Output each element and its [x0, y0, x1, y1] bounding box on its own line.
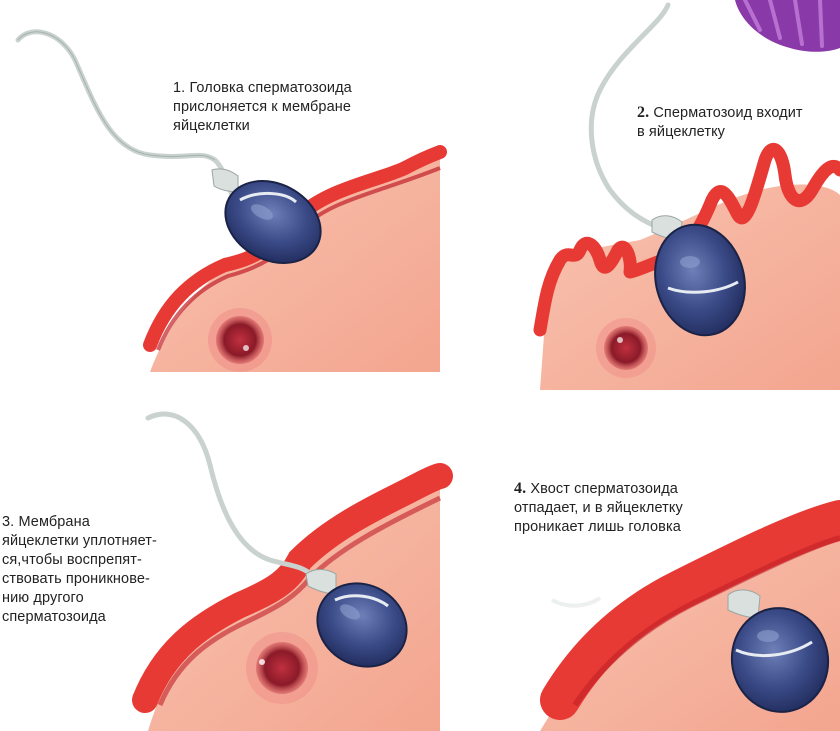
step-number: 1. — [173, 80, 185, 96]
egg-nucleus-icon — [246, 632, 318, 704]
step-4-caption: 4. Хвост сперматозоида отпадает, и в яйц… — [514, 460, 754, 537]
egg-nucleus-icon — [596, 318, 656, 378]
step-number: 4. — [514, 480, 526, 497]
step-1-caption: 1. Головка сперматозоида прислоняется к … — [173, 60, 423, 136]
step-3-caption: 3. Мембрана яйцеклетки уплотняет- ся,что… — [2, 494, 202, 627]
step-number: 2. — [637, 104, 649, 121]
panel-2 — [540, 0, 840, 390]
step-text: Мембрана яйцеклетки уплотняет- ся,чтобы … — [2, 514, 157, 625]
step-text: Головка сперматозоида прислоняется к мем… — [173, 80, 352, 134]
step-number: 3. — [2, 514, 14, 530]
panel-4 — [540, 520, 840, 731]
step-2-caption: 2. Сперматозоид входит в яйцеклетку — [637, 84, 835, 142]
corner-cell — [735, 0, 840, 52]
step-text: Сперматозоид входит в яйцеклетку — [637, 105, 803, 140]
step-text: Хвост сперматозоида отпадает, и в яйцекл… — [514, 481, 683, 535]
egg-nucleus-icon — [208, 308, 272, 372]
